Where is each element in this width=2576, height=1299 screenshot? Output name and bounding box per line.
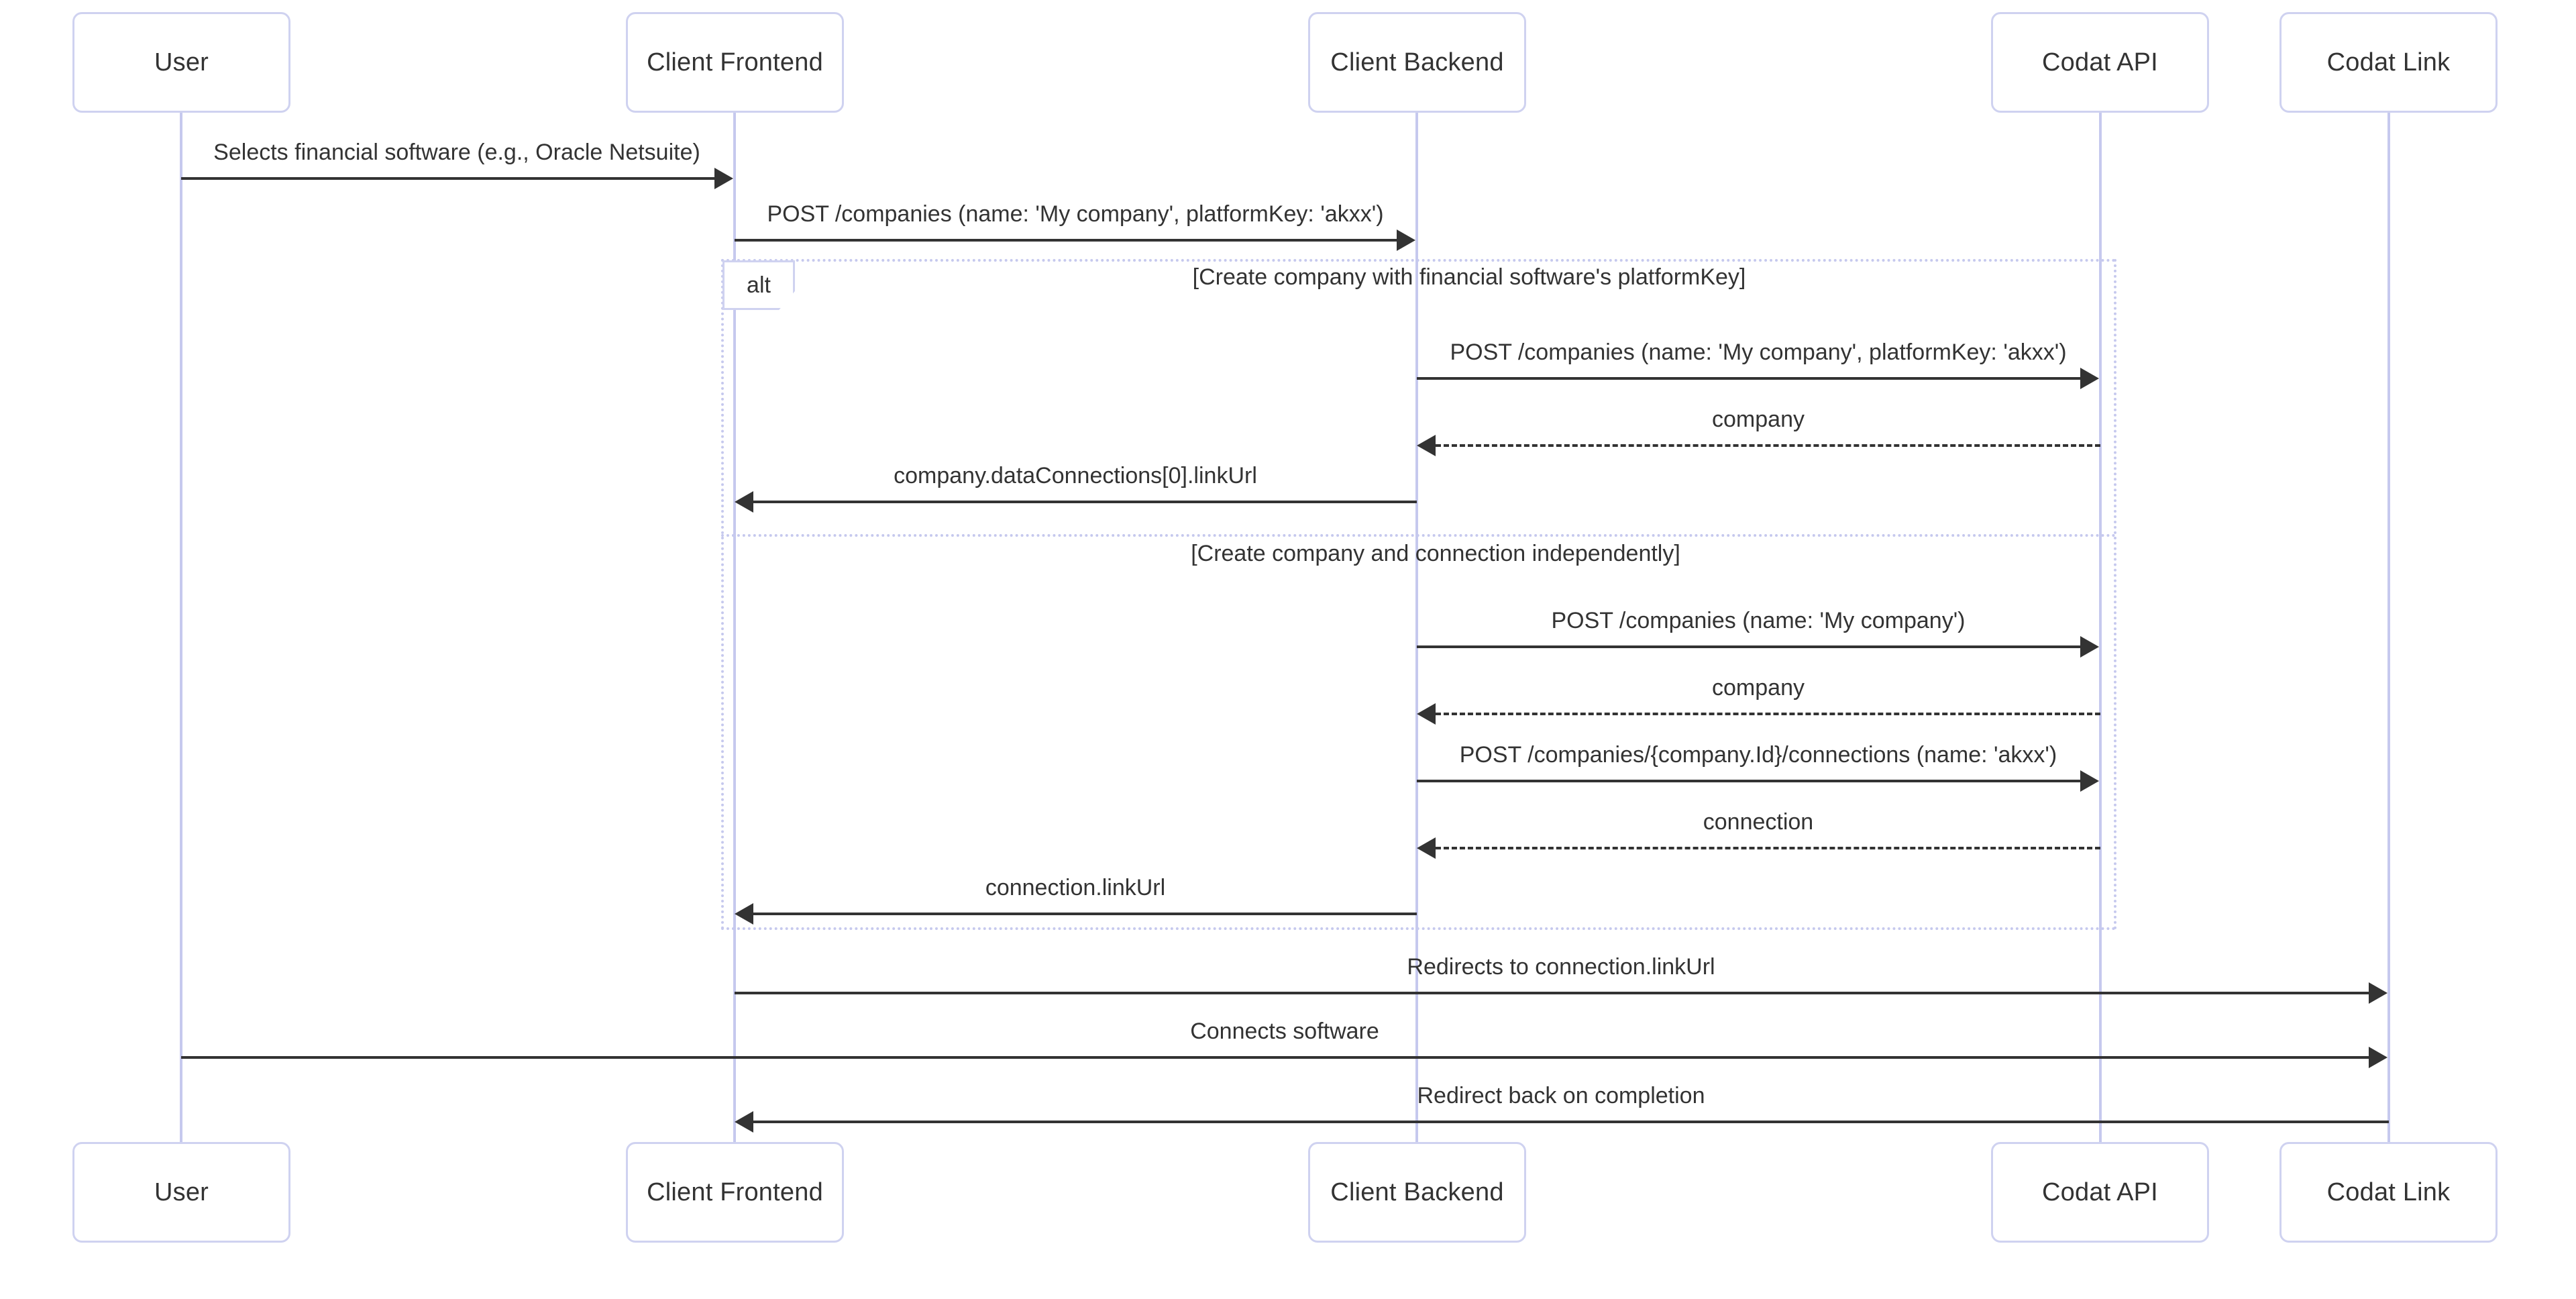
- message-line-m13: [753, 1121, 2389, 1123]
- lifeline-codat-link: [2387, 113, 2390, 1142]
- message-arrowhead-m12: [2369, 1047, 2387, 1068]
- message-text-m7: company: [1712, 675, 1805, 700]
- message-text-m9: connection: [1703, 809, 1814, 835]
- message-line-m11: [735, 992, 2369, 994]
- message-label-m5: company.dataConnections[0].linkUrl: [894, 463, 1257, 489]
- message-label-m4: company: [1712, 407, 1805, 433]
- actor-box-user-bottom[interactable]: User: [72, 1142, 290, 1243]
- message-text-m6: POST /companies (name: 'My company'): [1551, 608, 1966, 633]
- actor-box-codat-link-top[interactable]: Codat Link: [2279, 12, 2498, 113]
- message-label-m11: Redirects to connection.linkUrl: [1407, 954, 1715, 980]
- alt-branch-2-condition-text: [Create company and connection independe…: [1191, 541, 1680, 566]
- actor-label-client-backend-top: Client Backend: [1330, 48, 1504, 76]
- message-line-m1: [181, 177, 714, 180]
- message-arrowhead-m5: [735, 491, 753, 513]
- alt-branch-1-condition: [Create company with financial software'…: [1193, 264, 1746, 291]
- message-arrowhead-m10: [735, 903, 753, 925]
- message-line-m2: [735, 239, 1397, 242]
- message-label-m13: Redirect back on completion: [1417, 1083, 1705, 1109]
- message-arrowhead-m7: [1417, 703, 1436, 725]
- message-arrowhead-m11: [2369, 982, 2387, 1004]
- message-line-m9: [1436, 847, 2100, 849]
- actor-label-codat-link-top: Codat Link: [2326, 48, 2451, 76]
- lifeline-user: [180, 113, 182, 1142]
- message-line-m10: [753, 913, 1417, 915]
- message-line-m12: [181, 1056, 2369, 1059]
- actor-label-codat-api-top: Codat API: [2042, 48, 2158, 76]
- message-line-m7: [1436, 713, 2100, 715]
- message-text-m1: Selects financial software (e.g., Oracle…: [213, 140, 700, 165]
- lifeline-client-frontend: [733, 113, 736, 1142]
- actor-label-user-top: User: [154, 48, 209, 76]
- alt-fragment-tag-label: alt: [747, 272, 771, 298]
- alt-branch-2-condition: [Create company and connection independe…: [1191, 541, 1680, 567]
- actor-label-user-bottom: User: [154, 1178, 209, 1206]
- actor-box-client-backend-bottom[interactable]: Client Backend: [1308, 1142, 1526, 1243]
- message-line-m3: [1417, 377, 2080, 380]
- actor-box-codat-link-bottom[interactable]: Codat Link: [2279, 1142, 2498, 1243]
- message-text-m2: POST /companies (name: 'My company', pla…: [767, 201, 1384, 227]
- message-label-m3: POST /companies (name: 'My company', pla…: [1450, 340, 2066, 366]
- message-text-m10: connection.linkUrl: [985, 875, 1166, 900]
- message-arrowhead-m2: [1397, 229, 1415, 251]
- message-line-m4: [1436, 444, 2100, 447]
- message-text-m3: POST /companies (name: 'My company', pla…: [1450, 340, 2067, 365]
- actor-label-codat-api-bottom: Codat API: [2042, 1178, 2158, 1206]
- actor-box-client-frontend-top[interactable]: Client Frontend: [626, 12, 844, 113]
- actor-box-codat-api-top[interactable]: Codat API: [1991, 12, 2209, 113]
- actor-box-codat-api-bottom[interactable]: Codat API: [1991, 1142, 2209, 1243]
- actor-box-user-top[interactable]: User: [72, 12, 290, 113]
- message-arrowhead-m8: [2080, 770, 2099, 792]
- message-label-m2: POST /companies (name: 'My company', pla…: [767, 201, 1383, 227]
- message-arrowhead-m9: [1417, 837, 1436, 859]
- lifeline-client-backend: [1415, 113, 1418, 1142]
- message-line-m5: [753, 501, 1417, 503]
- message-text-m13: Redirect back on completion: [1417, 1083, 1705, 1108]
- actor-label-client-frontend-bottom: Client Frontend: [647, 1178, 823, 1206]
- actor-label-client-frontend-top: Client Frontend: [647, 48, 823, 76]
- actor-label-codat-link-bottom: Codat Link: [2326, 1178, 2451, 1206]
- message-text-m8: POST /companies/{company.Id}/connections…: [1459, 742, 2057, 768]
- message-label-m8: POST /companies/{company.Id}/connections…: [1460, 742, 2057, 768]
- message-label-m7: company: [1712, 675, 1805, 701]
- alt-branch-1-condition-text: [Create company with financial software'…: [1192, 264, 1746, 290]
- message-arrowhead-m6: [2080, 636, 2099, 658]
- message-label-m1: Selects financial software (e.g., Oracle…: [213, 140, 700, 166]
- lifeline-codat-api: [2099, 113, 2102, 1142]
- message-arrowhead-m13: [735, 1111, 753, 1133]
- actor-box-client-backend-top[interactable]: Client Backend: [1308, 12, 1526, 113]
- message-text-m12: Connects software: [1190, 1019, 1379, 1044]
- message-label-m12: Connects software: [1190, 1019, 1379, 1045]
- message-line-m8: [1417, 780, 2080, 782]
- message-arrowhead-m4: [1417, 435, 1436, 456]
- alt-fragment-tag: alt: [722, 260, 795, 310]
- message-label-m6: POST /companies (name: 'My company'): [1551, 608, 1965, 634]
- actor-box-client-frontend-bottom[interactable]: Client Frontend: [626, 1142, 844, 1243]
- message-line-m6: [1417, 645, 2080, 648]
- alt-branch-divider: [721, 534, 2116, 537]
- message-arrowhead-m1: [714, 168, 733, 189]
- message-text-m4: company: [1712, 407, 1805, 432]
- message-label-m10: connection.linkUrl: [985, 875, 1165, 901]
- message-label-m9: connection: [1703, 809, 1813, 835]
- message-text-m11: Redirects to connection.linkUrl: [1407, 954, 1715, 980]
- actor-label-client-backend-bottom: Client Backend: [1330, 1178, 1504, 1206]
- message-text-m5: company.dataConnections[0].linkUrl: [894, 463, 1257, 488]
- message-arrowhead-m3: [2080, 368, 2099, 389]
